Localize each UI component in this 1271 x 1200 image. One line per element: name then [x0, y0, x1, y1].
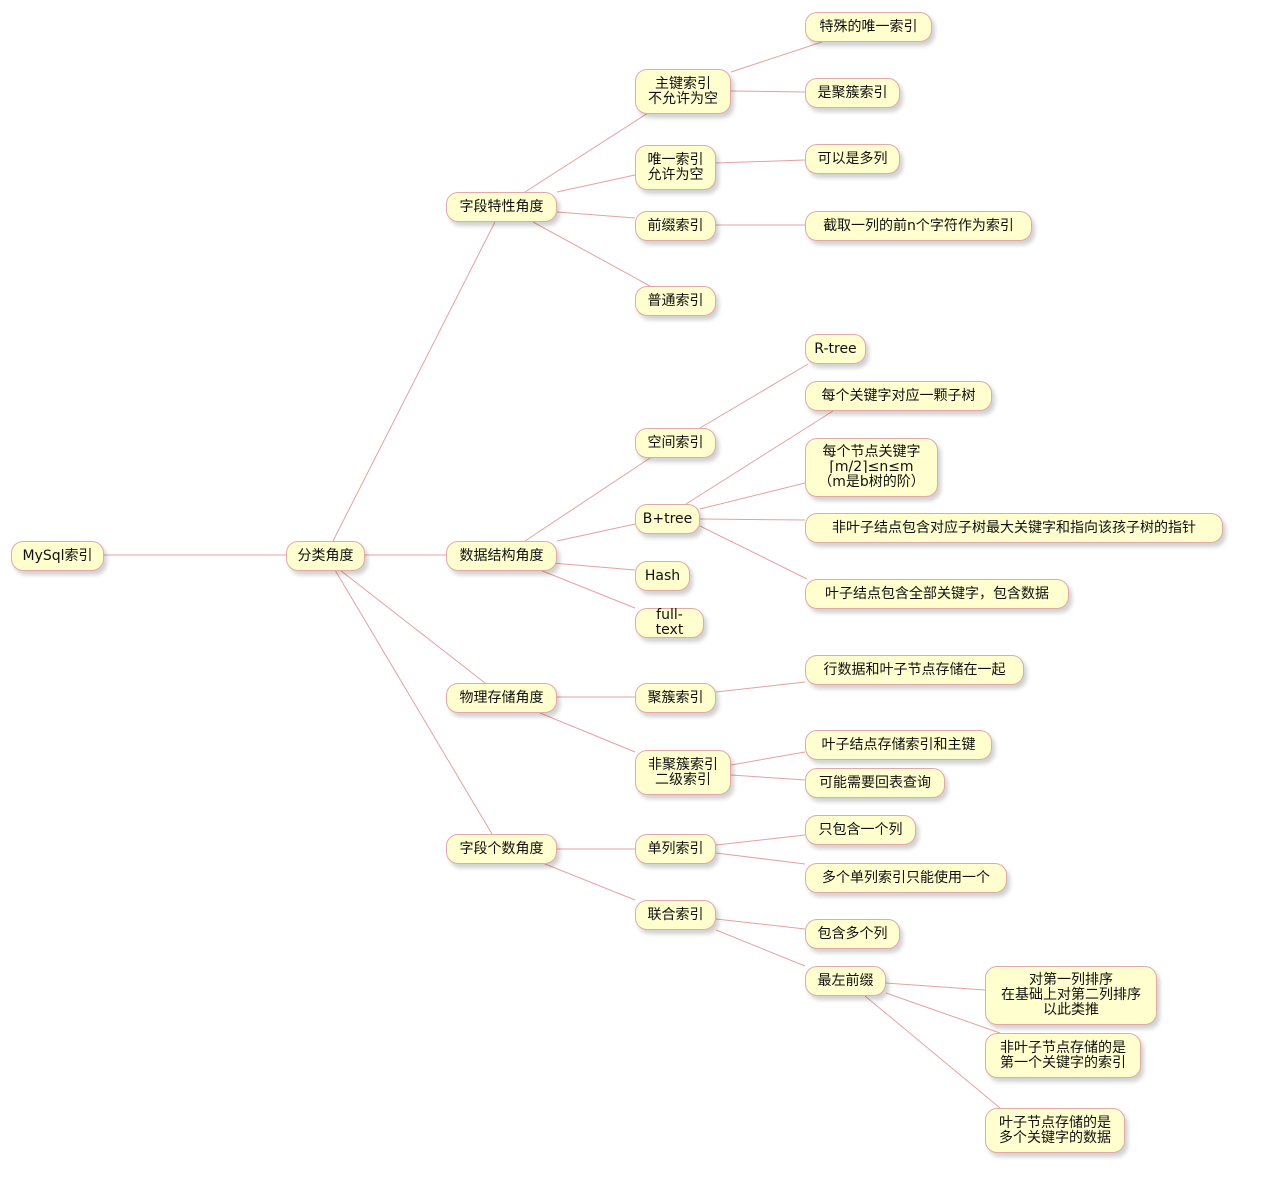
mindmap-node-c1d: 普通索引: [635, 286, 716, 316]
link-n1-c4: [334, 569, 493, 835]
mindmap-node-c4b2: 最左前缀: [805, 966, 886, 996]
link-c2b-c2b1: [685, 410, 834, 505]
link-c2a-c2a1: [699, 363, 809, 429]
mindmap-node-c1b: 唯一索引 允许为空: [635, 145, 716, 190]
mindmap-node-c4a1: 只包含一个列: [805, 815, 916, 845]
link-c1-c1d: [532, 221, 651, 287]
mindmap-node-c4b: 联合索引: [635, 900, 716, 930]
mindmap-node-c2d: full-text: [635, 608, 704, 638]
link-c1a-c1a1: [730, 41, 823, 73]
mindmap-node-c4b2c: 叶子节点存储的是 多个关键字的数据: [985, 1108, 1125, 1153]
mindmap-node-c4: 字段个数角度: [446, 834, 557, 864]
mindmap-node-c3: 物理存储角度: [446, 683, 557, 713]
mindmap-node-c2c: Hash: [635, 561, 690, 591]
link-c1-c1a: [524, 112, 649, 193]
mindmap-node-c4a: 单列索引: [635, 834, 716, 864]
mindmap-node-c3a1: 行数据和叶子节点存储在一起: [805, 655, 1024, 685]
link-n1-c3: [339, 569, 486, 684]
mindmap-node-c4a2: 多个单列索引只能使用一个: [805, 863, 1007, 893]
link-c1a-c1a2: [730, 90, 806, 93]
link-c4b-c4b2: [715, 929, 806, 967]
mindmap-node-c1a2: 是聚簇索引: [805, 78, 900, 108]
link-c1b-c1b1: [715, 159, 806, 164]
link-c2-c2d: [539, 569, 636, 609]
mindmap-node-c4b2a: 对第一列排序 在基础上对第二列排序 以此类推: [985, 966, 1157, 1025]
mindmap-node-c2b2: 每个节点关键字 ⌈m/2⌉≤n≤m （m是b树的阶）: [805, 438, 938, 497]
mindmap-node-c1a: 主键索引 不允许为空: [635, 69, 731, 114]
link-c4b2-c4b2b: [885, 992, 1001, 1034]
link-c4b2-c4b2a: [885, 982, 986, 991]
link-c4-c4b: [539, 861, 636, 901]
mindmap-node-c2: 数据结构角度: [446, 541, 557, 571]
mindmap-node-c3a: 聚簇索引: [635, 683, 716, 713]
link-c3a-c3a1: [715, 681, 806, 693]
link-c2b-c2b3: [699, 518, 806, 521]
mindmap-node-c4b2b: 非叶子节点存储的是 第一个关键字的索引: [985, 1033, 1141, 1078]
link-c2b-c2b4: [699, 525, 808, 580]
link-c1-c1c: [556, 211, 636, 219]
mindmap-node-c3b1: 叶子结点存储索引和主键: [805, 730, 992, 760]
mindmap-node-c3b2: 可能需要回表查询: [805, 768, 945, 798]
link-c2b-c2b2: [699, 482, 806, 510]
link-c4b-c4b1: [715, 918, 806, 930]
link-c3-c3b: [539, 712, 636, 753]
link-c2-c2a: [524, 457, 651, 542]
mindmap-node-c2b1: 每个关键字对应一颗子树: [805, 381, 992, 411]
mindmap-node-c2a: 空间索引: [635, 428, 716, 458]
mindmap-root-node: MySql索引: [11, 541, 104, 571]
mindmap-node-c1c: 前缀索引: [635, 211, 716, 241]
link-c3b-c3b1: [730, 751, 806, 766]
link-c4a-c4a2: [715, 852, 806, 865]
mindmap-node-c1: 字段特性角度: [446, 192, 557, 222]
link-c2-c2b: [556, 523, 636, 542]
link-c1-c1b: [556, 174, 636, 193]
mindmap-node-c3b: 非聚簇索引 二级索引: [635, 750, 731, 795]
mindmap-node-c2b3: 非叶子结点包含对应子树最大关键字和指向该孩子树的指针: [805, 513, 1223, 543]
mindmap-node-c2b4: 叶子结点包含全部关键字，包含数据: [805, 579, 1069, 609]
link-c3b-c3b2: [730, 774, 806, 781]
link-c4a-c4a1: [715, 834, 806, 846]
link-c4b2-c4b2c: [864, 995, 1001, 1109]
mindmap-node-c2b: B+tree: [635, 504, 700, 534]
mindmap-node-c1a1: 特殊的唯一索引: [805, 12, 932, 42]
mindmap-node-c4b1: 包含多个列: [805, 919, 900, 949]
mindmap-node-c2a1: R-tree: [805, 334, 866, 364]
link-n1-c1: [332, 221, 496, 542]
mindmap-node-n1: 分类角度: [286, 541, 365, 571]
mindmap-node-c1b1: 可以是多列: [805, 144, 900, 174]
mindmap-node-c1c1: 截取一列的前n个字符作为索引: [805, 211, 1032, 241]
